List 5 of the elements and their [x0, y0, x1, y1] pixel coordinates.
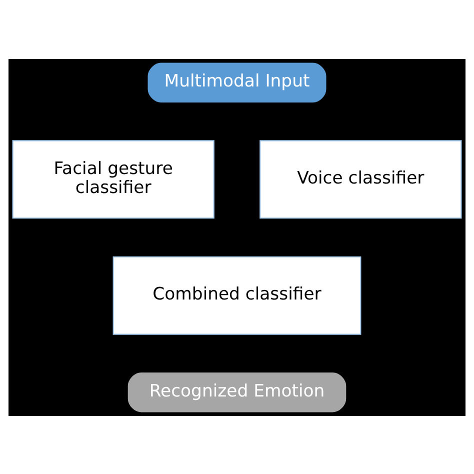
node-box: Facial gesture classifier [12, 140, 214, 218]
node-box: Recognized Emotion [128, 372, 346, 412]
node-box: Combined classifier [112, 256, 362, 334]
node-box: Multimodal Input [148, 62, 326, 102]
node-box: Voice classifier [260, 140, 462, 218]
